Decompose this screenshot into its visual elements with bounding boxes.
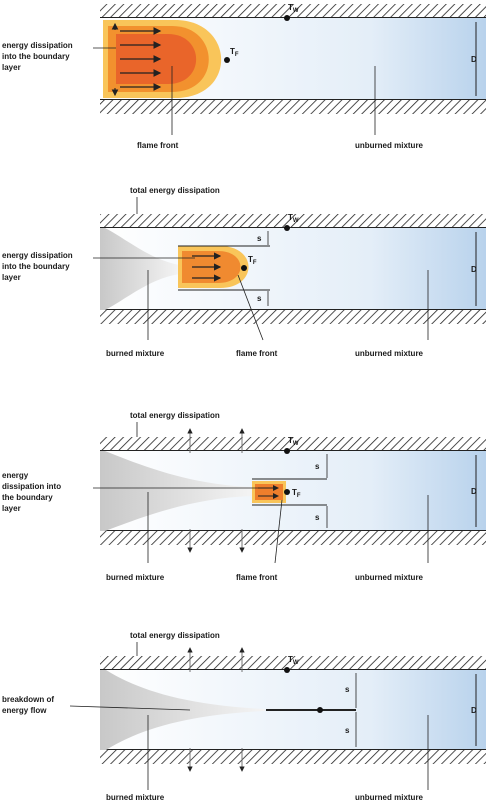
burned-label: burned mixture <box>106 573 165 582</box>
s-bottom-label: s <box>315 513 320 522</box>
s-top-label: s <box>345 685 350 694</box>
top-wall <box>100 4 486 18</box>
burned-region <box>100 228 180 310</box>
flame-front-label: flame front <box>236 349 278 358</box>
bottom-wall <box>100 100 486 114</box>
dissipation-arrows <box>187 647 245 772</box>
burned-label: burned mixture <box>106 349 165 358</box>
left-label: energy dissipation into the boundary lay… <box>2 471 63 513</box>
panel-stage-4: total energy dissipation TW s s D breakd… <box>2 631 486 802</box>
left-label: energy dissipation into the boundary lay… <box>2 251 75 282</box>
s-bottom-label: s <box>257 294 262 303</box>
top-wall <box>100 214 486 228</box>
s-top-label: s <box>257 234 262 243</box>
panel-stage-2: total energy dissipation TW TF s s D ene… <box>2 186 486 358</box>
left-label: breakdown of energy flow <box>2 695 56 715</box>
tw-label: TW <box>288 3 299 14</box>
tf-label: TF <box>292 488 301 499</box>
bottom-wall <box>100 310 486 324</box>
flame-front-label: flame front <box>236 573 278 582</box>
s-bottom-label: s <box>345 726 350 735</box>
flame-temperature-point <box>284 489 290 495</box>
bottom-wall <box>100 750 486 764</box>
top-wall <box>100 656 486 670</box>
d-label: D <box>471 265 477 274</box>
s-top-label: s <box>315 462 320 471</box>
panel-stage-3: total energy dissipation TW TF s s <box>2 411 486 582</box>
extinction-point <box>317 707 323 713</box>
total-dissipation-label: total energy dissipation <box>130 186 220 195</box>
total-dissipation-label: total energy dissipation <box>130 631 220 640</box>
energy-arrows <box>120 27 162 91</box>
panel-stage-1: TW TF D energy dissipation into the boun… <box>2 3 486 150</box>
dissipation-arrows <box>187 428 245 553</box>
wall-temperature-point <box>284 225 290 231</box>
tw-label: TW <box>288 213 299 224</box>
total-dissipation-label: total energy dissipation <box>130 411 220 420</box>
flame-temperature-point <box>224 57 230 63</box>
unburned-label: unburned mixture <box>355 141 424 150</box>
wall-temperature-point <box>284 448 290 454</box>
wall-temperature-point <box>284 15 290 21</box>
d-label: D <box>471 487 477 496</box>
top-wall <box>100 437 486 451</box>
flame-temperature-point <box>241 265 247 271</box>
unburned-label: unburned mixture <box>355 349 424 358</box>
bottom-wall <box>100 531 486 545</box>
wall-temperature-point <box>284 667 290 673</box>
burned-label: burned mixture <box>106 793 165 802</box>
energy-arrows <box>192 252 222 282</box>
d-label: D <box>471 706 477 715</box>
tf-label: TF <box>248 255 257 266</box>
tw-label: TW <box>288 655 299 666</box>
unburned-label: unburned mixture <box>355 793 424 802</box>
tw-label: TW <box>288 436 299 447</box>
unburned-label: unburned mixture <box>355 573 424 582</box>
flame-front-label: flame front <box>137 141 179 150</box>
burned-region <box>100 451 252 531</box>
d-label: D <box>471 55 477 64</box>
left-label: energy dissipation into the boundary lay… <box>2 41 75 72</box>
tf-label: TF <box>230 47 239 58</box>
